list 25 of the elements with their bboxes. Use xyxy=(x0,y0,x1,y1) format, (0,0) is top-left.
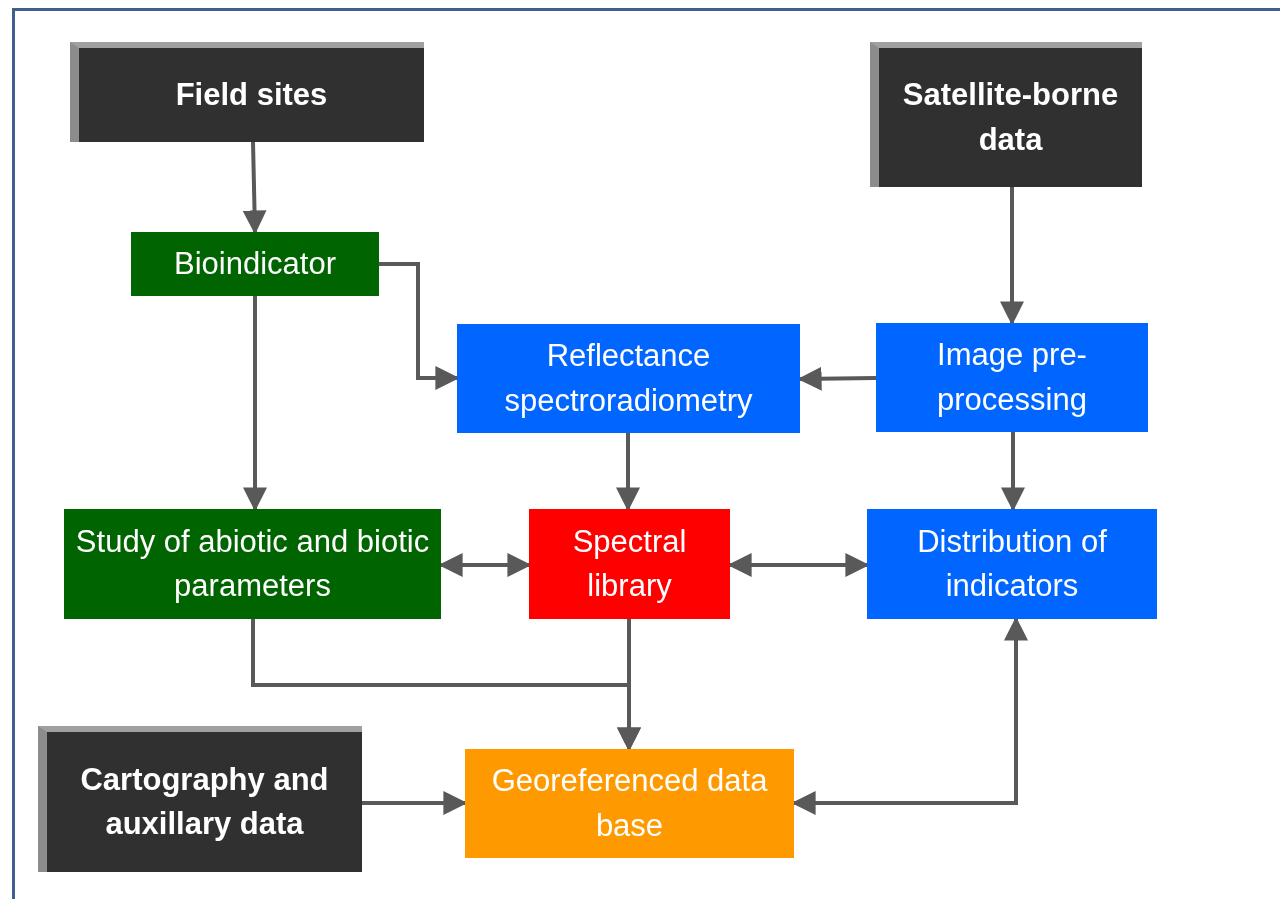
process-box xyxy=(867,509,1157,619)
arrow xyxy=(1000,187,1024,326)
node-label: Distribution of indicators xyxy=(916,523,1108,605)
arrow xyxy=(616,433,640,512)
process-box xyxy=(64,509,441,619)
node-label: Spectral library xyxy=(571,523,688,605)
arrow xyxy=(242,141,267,235)
node-label: Reflectance spectroradiometry xyxy=(503,337,754,420)
process-box xyxy=(457,324,800,433)
source-box xyxy=(70,42,424,142)
node-label: Cartography and auxillary data xyxy=(79,761,330,843)
process-box xyxy=(529,509,730,619)
source-box xyxy=(38,726,362,872)
node-label: Bioindicator xyxy=(173,245,337,283)
node-label: Study of abiotic and biotic parameters xyxy=(74,523,431,605)
process-box xyxy=(131,232,379,296)
node-label: Satellite-borne data xyxy=(901,76,1120,159)
source-box xyxy=(870,42,1142,187)
node-label: Image pre-processing xyxy=(936,336,1088,419)
process-box xyxy=(876,323,1148,432)
arrow xyxy=(243,296,267,512)
node-label: Field sites xyxy=(174,76,329,114)
process-box xyxy=(465,749,794,858)
arrow xyxy=(1001,432,1025,512)
node-label: Georeferenced data base xyxy=(490,762,769,845)
